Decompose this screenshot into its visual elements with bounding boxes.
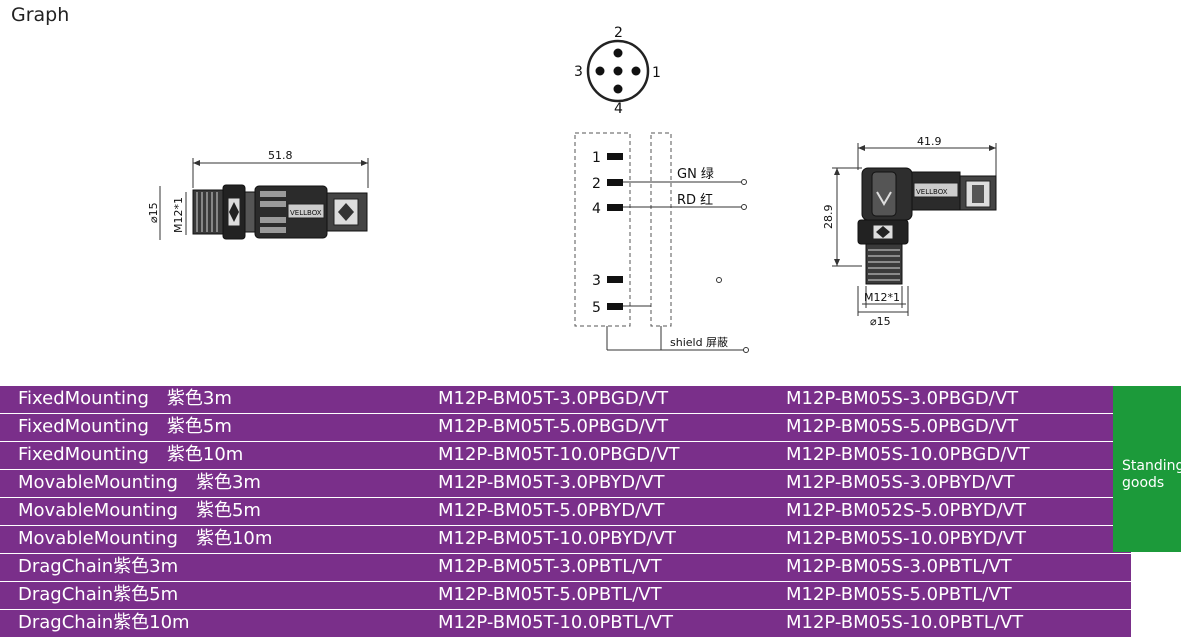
straight-part-number-cell: M12P-BM05T-10.0PBGD/VT [438, 441, 786, 470]
graph-title: Graph [11, 4, 70, 26]
pin-label-2: 2 [614, 25, 623, 41]
angled-part-number-cell: M12P-BM05S-3.0PBYD/VT [786, 469, 1131, 498]
length-dimension: 51.8 [268, 149, 293, 162]
angled-part-number-cell: M12P-BM05S-5.0PBTL/VT [786, 581, 1131, 610]
straight-part-number-cell: M12P-BM05T-5.0PBYD/VT [438, 497, 786, 526]
wire-label-rd: RD 红 [677, 192, 713, 208]
diameter-dimension: ⌀15 [147, 202, 160, 223]
mounting-type-cell: MovableMounting 紫色5m [0, 497, 438, 526]
angled-part-number-cell: M12P-BM052S-5.0PBYD/VT [786, 497, 1131, 526]
shield-label: shield 屏蔽 [670, 336, 728, 349]
straight-connector-drawing: 51.8 ⌀15 M12*1 VELLBOX [147, 149, 369, 240]
angled-part-number-cell: M12P-BM05S-10.0PBTL/VT [786, 609, 1131, 638]
technical-drawing: 2 3 1 4 51.8 ⌀15 M12*1 [147, 25, 997, 353]
wire-pin-4: 4 [592, 201, 601, 217]
pin-label-1: 1 [652, 65, 661, 81]
angled-part-number-cell: M12P-BM05S-3.0PBGD/VT [786, 386, 1131, 414]
angled-diameter-dimension: ⌀15 [870, 315, 891, 328]
wire-pin-3: 3 [592, 273, 601, 289]
angled-thread-dimension: M12*1 [864, 291, 900, 304]
mounting-type-cell: DragChain紫色5m [0, 581, 438, 610]
stock-label-line1: Standing [1122, 458, 1185, 474]
mounting-type-cell: FixedMounting 紫色3m [0, 386, 438, 414]
straight-part-number-cell: M12P-BM05T-10.0PBYD/VT [438, 525, 786, 554]
wire-pin-5: 5 [592, 300, 601, 316]
mounting-type-cell: DragChain紫色3m [0, 553, 438, 582]
angled-connector-drawing: 41.9 28.9 VELLBOX M12*1 ⌀15 [822, 135, 997, 328]
straight-part-number-cell: M12P-BM05T-10.0PBTL/VT [438, 609, 786, 638]
angled-part-number-cell: M12P-BM05S-5.0PBGD/VT [786, 413, 1131, 442]
stock-label-line2: goods [1122, 475, 1165, 491]
width-dimension: 41.9 [917, 135, 942, 148]
mounting-type-cell: DragChain紫色10m [0, 609, 438, 638]
straight-part-number-cell: M12P-BM05T-5.0PBGD/VT [438, 413, 786, 442]
angled-part-number-cell: M12P-BM05S-3.0PBTL/VT [786, 553, 1131, 582]
angled-part-number-cell: M12P-BM05S-10.0PBYD/VT [786, 525, 1131, 554]
brand-mark: VELLBOX [290, 209, 322, 217]
angled-brand-mark: VELLBOX [916, 188, 948, 196]
mounting-type-cell: MovableMounting 紫色10m [0, 525, 438, 554]
pinout-diagram: 2 3 1 4 [574, 25, 661, 117]
wire-label-gn: GN 绿 [677, 167, 714, 182]
wiring-diagram: 1 2 4 3 5 GN 绿 RD 红 shield 屏蔽 [574, 132, 749, 353]
wire-pin-2: 2 [592, 176, 601, 192]
angled-part-number-cell: M12P-BM05S-10.0PBGD/VT [786, 441, 1131, 470]
straight-part-number-cell: M12P-BM05T-3.0PBGD/VT [438, 386, 786, 414]
pin-label-4: 4 [614, 101, 623, 117]
mounting-type-cell: FixedMounting 紫色10m [0, 441, 438, 470]
height-dimension: 28.9 [822, 205, 835, 230]
straight-part-number-cell: M12P-BM05T-3.0PBTL/VT [438, 553, 786, 582]
pin-label-3: 3 [574, 64, 583, 80]
standing-goods-badge: Standing goods [1113, 386, 1185, 552]
mounting-type-cell: MovableMounting 紫色3m [0, 469, 438, 498]
straight-part-number-cell: M12P-BM05T-3.0PBYD/VT [438, 469, 786, 498]
wire-pin-1: 1 [592, 150, 601, 166]
thread-dimension: M12*1 [172, 197, 185, 233]
straight-part-number-cell: M12P-BM05T-5.0PBTL/VT [438, 581, 786, 610]
mounting-type-cell: FixedMounting 紫色5m [0, 413, 438, 442]
